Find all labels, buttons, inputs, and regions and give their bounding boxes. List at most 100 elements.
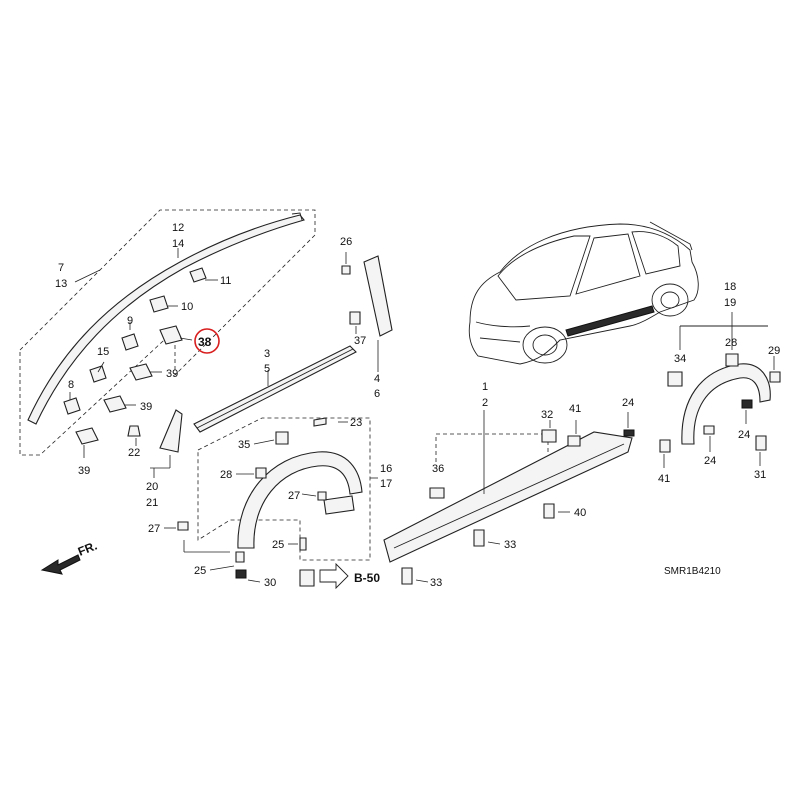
clip-11 — [189, 267, 207, 283]
door-molding-group — [193, 345, 357, 433]
clip-8 — [63, 397, 81, 415]
label-9: 9 — [127, 315, 133, 327]
clip-10 — [149, 295, 169, 313]
clip-23 — [313, 417, 327, 427]
clip-32 — [541, 429, 557, 443]
label-17: 17 — [380, 478, 392, 490]
label-39-c: 39 — [78, 465, 90, 477]
label-27-b: 27 — [288, 490, 300, 502]
label-12: 12 — [172, 222, 184, 234]
label-13: 13 — [55, 278, 67, 290]
label-27-a: 27 — [148, 523, 160, 535]
clip-36 — [429, 487, 445, 499]
highlight-circle — [194, 328, 220, 354]
car-side-sill — [565, 305, 655, 337]
label-15: 15 — [97, 346, 109, 358]
label-24-b: 24 — [738, 429, 750, 441]
label-16: 16 — [380, 463, 392, 475]
clip-39-c — [75, 427, 99, 445]
clip-41-b — [659, 439, 671, 453]
bolt-24-b — [741, 399, 753, 409]
label-41-b: 41 — [658, 473, 670, 485]
side-sill-group — [383, 410, 635, 585]
label-38: 38 — [198, 335, 212, 349]
label-7: 7 — [58, 262, 64, 274]
label-1: 1 — [482, 381, 488, 393]
direction-label: FR. — [76, 539, 99, 559]
clip-41-a — [567, 435, 581, 447]
clip-29 — [769, 371, 781, 383]
label-11: 11 — [220, 275, 231, 287]
label-33-b: 33 — [430, 577, 442, 589]
screw-25 — [299, 537, 307, 551]
clip-31 — [755, 435, 767, 451]
label-23: 23 — [350, 417, 362, 429]
arch-bracket — [323, 495, 355, 515]
clip-27-arch — [317, 491, 327, 501]
clip-39-a — [129, 363, 153, 381]
label-10: 10 — [181, 301, 193, 313]
label-21: 21 — [146, 497, 158, 509]
clip-26 — [341, 265, 351, 275]
label-28-b: 28 — [725, 337, 737, 349]
label-24-a: 24 — [622, 397, 634, 409]
label-22: 22 — [128, 447, 140, 459]
fastener-b50 — [299, 569, 315, 587]
clip-34 — [667, 371, 683, 387]
label-26: 26 — [340, 236, 352, 248]
ref-arrow[interactable] — [319, 562, 349, 590]
screw-33-a — [473, 529, 485, 547]
label-24-c: 24 — [704, 455, 716, 467]
label-5: 5 — [264, 363, 270, 375]
car-illustration — [468, 221, 699, 365]
label-35: 35 — [238, 439, 250, 451]
label-14: 14 — [172, 238, 184, 250]
clip-28-rear — [725, 353, 739, 367]
label-2: 2 — [482, 397, 488, 409]
clip-38 — [159, 325, 183, 345]
clip-15 — [89, 365, 107, 383]
label-18: 18 — [724, 281, 736, 293]
clip-35 — [275, 431, 289, 445]
label-29: 29 — [768, 345, 780, 357]
label-4: 4 — [374, 373, 380, 385]
label-33-a: 33 — [504, 539, 516, 551]
label-34: 34 — [674, 353, 686, 365]
clip-37 — [349, 311, 361, 325]
label-20: 20 — [146, 481, 158, 493]
label-37: 37 — [354, 335, 366, 347]
label-28-a: 28 — [220, 469, 232, 481]
label-40: 40 — [574, 507, 586, 519]
screw-24-c — [703, 425, 715, 435]
rear-wheel-arch-molding — [681, 363, 771, 445]
label-39-b: 39 — [140, 401, 152, 413]
clip-27-left — [177, 521, 189, 531]
roof-molding-group — [19, 209, 316, 458]
triangle-trim-group — [127, 409, 183, 478]
screw-40 — [543, 503, 555, 519]
label-31: 31 — [754, 469, 766, 481]
label-3: 3 — [264, 348, 270, 360]
clip-28-front — [255, 467, 267, 479]
label-25-a: 25 — [272, 539, 284, 551]
pillar-garnish-group — [341, 252, 393, 372]
label-36: 36 — [432, 463, 444, 475]
label-41-a: 41 — [569, 403, 581, 415]
label-19: 19 — [724, 297, 736, 309]
bolt-30 — [235, 569, 247, 579]
ref-label-b50[interactable]: B-50 — [354, 571, 380, 585]
screw-33-b — [401, 567, 413, 585]
label-8: 8 — [68, 379, 74, 391]
side-sill-garnish — [383, 431, 633, 563]
label-25-b: 25 — [194, 565, 206, 577]
bolt-24-a — [623, 429, 635, 437]
clip-22 — [127, 425, 141, 437]
rear-arch-group — [659, 312, 781, 468]
label-30: 30 — [264, 577, 276, 589]
front-arch-group — [164, 417, 378, 587]
label-6: 6 — [374, 388, 380, 400]
label-39-a: 39 — [166, 368, 178, 380]
roof-molding — [27, 214, 305, 425]
